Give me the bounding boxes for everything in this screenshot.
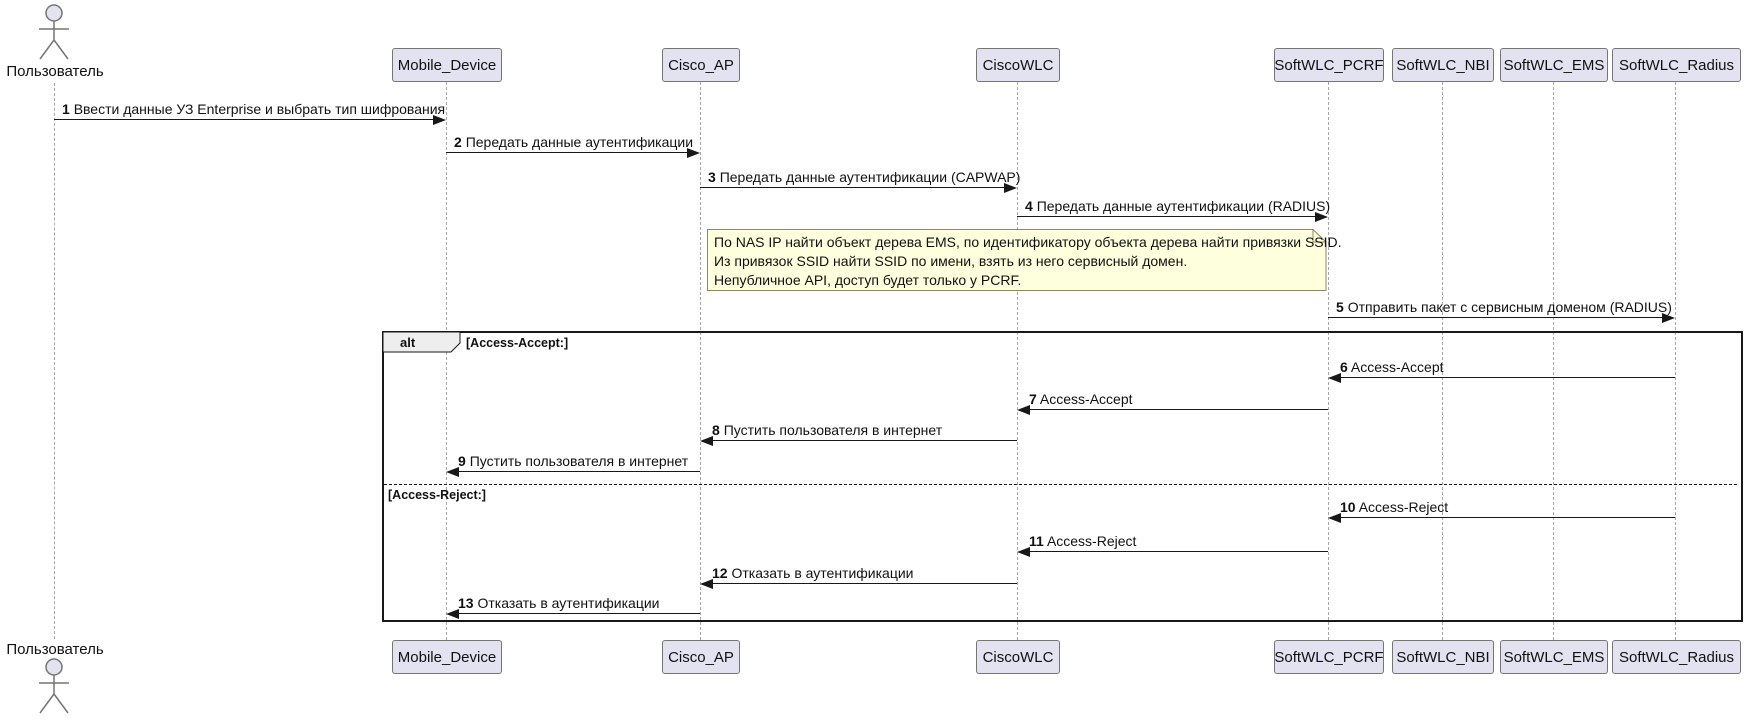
note-line: Из привязок SSID найти SSID по имени, вз… bbox=[714, 253, 1188, 269]
message-3-label: 3 Передать данные аутентификации (CAPWAP… bbox=[708, 169, 1021, 185]
note-line: Непубличное API, доступ будет только у P… bbox=[714, 272, 1022, 288]
message-13-line bbox=[450, 613, 700, 615]
message-13-arrowhead bbox=[446, 609, 459, 619]
note bbox=[707, 229, 1327, 291]
lifeline-softwlc-ems bbox=[1553, 82, 1554, 640]
message-9-line bbox=[450, 471, 700, 473]
message-7-line bbox=[1021, 409, 1328, 411]
alt-operator-pentagon bbox=[383, 332, 461, 353]
message-2-line bbox=[446, 152, 696, 154]
alt-guard-reject: [Access-Reject:] bbox=[388, 488, 486, 502]
participant-cisco-ap-top: Cisco_AP bbox=[662, 48, 740, 82]
user-actor-label-bottom: Пользователь bbox=[6, 641, 104, 658]
note-line: По NAS IP найти объект дерева EMS, по ид… bbox=[714, 234, 1342, 250]
message-4-arrowhead bbox=[1315, 212, 1328, 222]
message-8-line bbox=[704, 440, 1017, 442]
participant-mobile-device-top: Mobile_Device bbox=[392, 48, 502, 82]
message-10-label: 10 Access-Reject bbox=[1340, 499, 1449, 515]
message-9-label: 9 Пустить пользователя в интернет bbox=[458, 453, 689, 469]
user-actor-figure-bottom bbox=[39, 658, 69, 714]
message-6-arrowhead bbox=[1328, 373, 1341, 383]
participant-softwlc-radius-bottom: SoftWLC_Radius bbox=[1612, 640, 1741, 674]
participant-ciscowlc-bottom: CiscoWLC bbox=[976, 640, 1060, 674]
message-9-arrowhead bbox=[446, 467, 459, 477]
lifeline-mobile-device bbox=[446, 82, 447, 640]
message-1-line bbox=[54, 119, 442, 121]
participant-softwlc-ems-bottom: SoftWLC_EMS bbox=[1500, 640, 1608, 674]
message-4-line bbox=[1017, 216, 1324, 218]
alt-guard-accept: [Access-Accept:] bbox=[466, 336, 569, 350]
message-10-arrowhead bbox=[1328, 513, 1341, 523]
message-11-line bbox=[1021, 551, 1328, 553]
lifeline-user bbox=[54, 83, 55, 639]
participant-softwlc-radius-top: SoftWLC_Radius bbox=[1612, 48, 1741, 82]
message-1-label: 1 Ввести данные УЗ Enterprise и выбрать … bbox=[62, 101, 446, 117]
participant-softwlc-ems-top: SoftWLC_EMS bbox=[1500, 48, 1608, 82]
message-5-label: 5 Отправить пакет с сервисным доменом (R… bbox=[1336, 299, 1672, 315]
participant-softwlc-nbi-top: SoftWLC_NBI bbox=[1392, 48, 1494, 82]
lifeline-ciscowlc bbox=[1017, 82, 1018, 640]
participant-mobile-device-bottom: Mobile_Device bbox=[392, 640, 502, 674]
message-3-line bbox=[700, 187, 1013, 189]
user-actor-figure-top bbox=[39, 4, 69, 60]
lifeline-softwlc-radius bbox=[1675, 82, 1676, 640]
message-7-arrowhead bbox=[1017, 405, 1030, 415]
alt-divider bbox=[384, 484, 1737, 485]
lifeline-cisco-ap bbox=[700, 82, 701, 640]
message-8-arrowhead bbox=[700, 436, 713, 446]
message-12-line bbox=[704, 583, 1017, 585]
message-2-label: 2 Передать данные аутентификации bbox=[454, 134, 694, 150]
participant-softwlc-nbi-bottom: SoftWLC_NBI bbox=[1392, 640, 1494, 674]
user-actor-label-top: Пользователь bbox=[6, 63, 104, 80]
message-5-arrowhead bbox=[1662, 313, 1675, 323]
message-11-arrowhead bbox=[1017, 547, 1030, 557]
message-12-arrowhead bbox=[700, 579, 713, 589]
message-6-label: 6 Access-Accept bbox=[1340, 359, 1444, 375]
message-12-label: 12 Отказать в аутентификации bbox=[712, 565, 914, 581]
participant-softwlc-pcrf-top: SoftWLC_PCRF bbox=[1274, 48, 1384, 82]
participant-softwlc-pcrf-bottom: SoftWLC_PCRF bbox=[1274, 640, 1384, 674]
message-11-label: 11 Access-Reject bbox=[1029, 533, 1137, 549]
alt-frame bbox=[382, 331, 1743, 622]
message-10-line bbox=[1332, 517, 1675, 519]
participant-cisco-ap-bottom: Cisco_AP bbox=[662, 640, 740, 674]
message-5-line bbox=[1328, 317, 1671, 319]
message-8-label: 8 Пустить пользователя в интернет bbox=[712, 422, 943, 438]
lifeline-softwlc-pcrf bbox=[1328, 82, 1329, 640]
message-3-arrowhead bbox=[1004, 183, 1017, 193]
message-13-label: 13 Отказать в аутентификации bbox=[458, 595, 660, 611]
alt-operator-label: alt bbox=[400, 335, 416, 350]
participant-ciscowlc-top: CiscoWLC bbox=[976, 48, 1060, 82]
message-2-arrowhead bbox=[687, 148, 700, 158]
message-7-label: 7 Access-Accept bbox=[1029, 391, 1133, 407]
message-4-label: 4 Передать данные аутентификации (RADIUS… bbox=[1025, 198, 1331, 214]
lifeline-softwlc-nbi bbox=[1442, 82, 1443, 640]
message-6-line bbox=[1332, 377, 1675, 379]
message-1-arrowhead bbox=[433, 115, 446, 125]
